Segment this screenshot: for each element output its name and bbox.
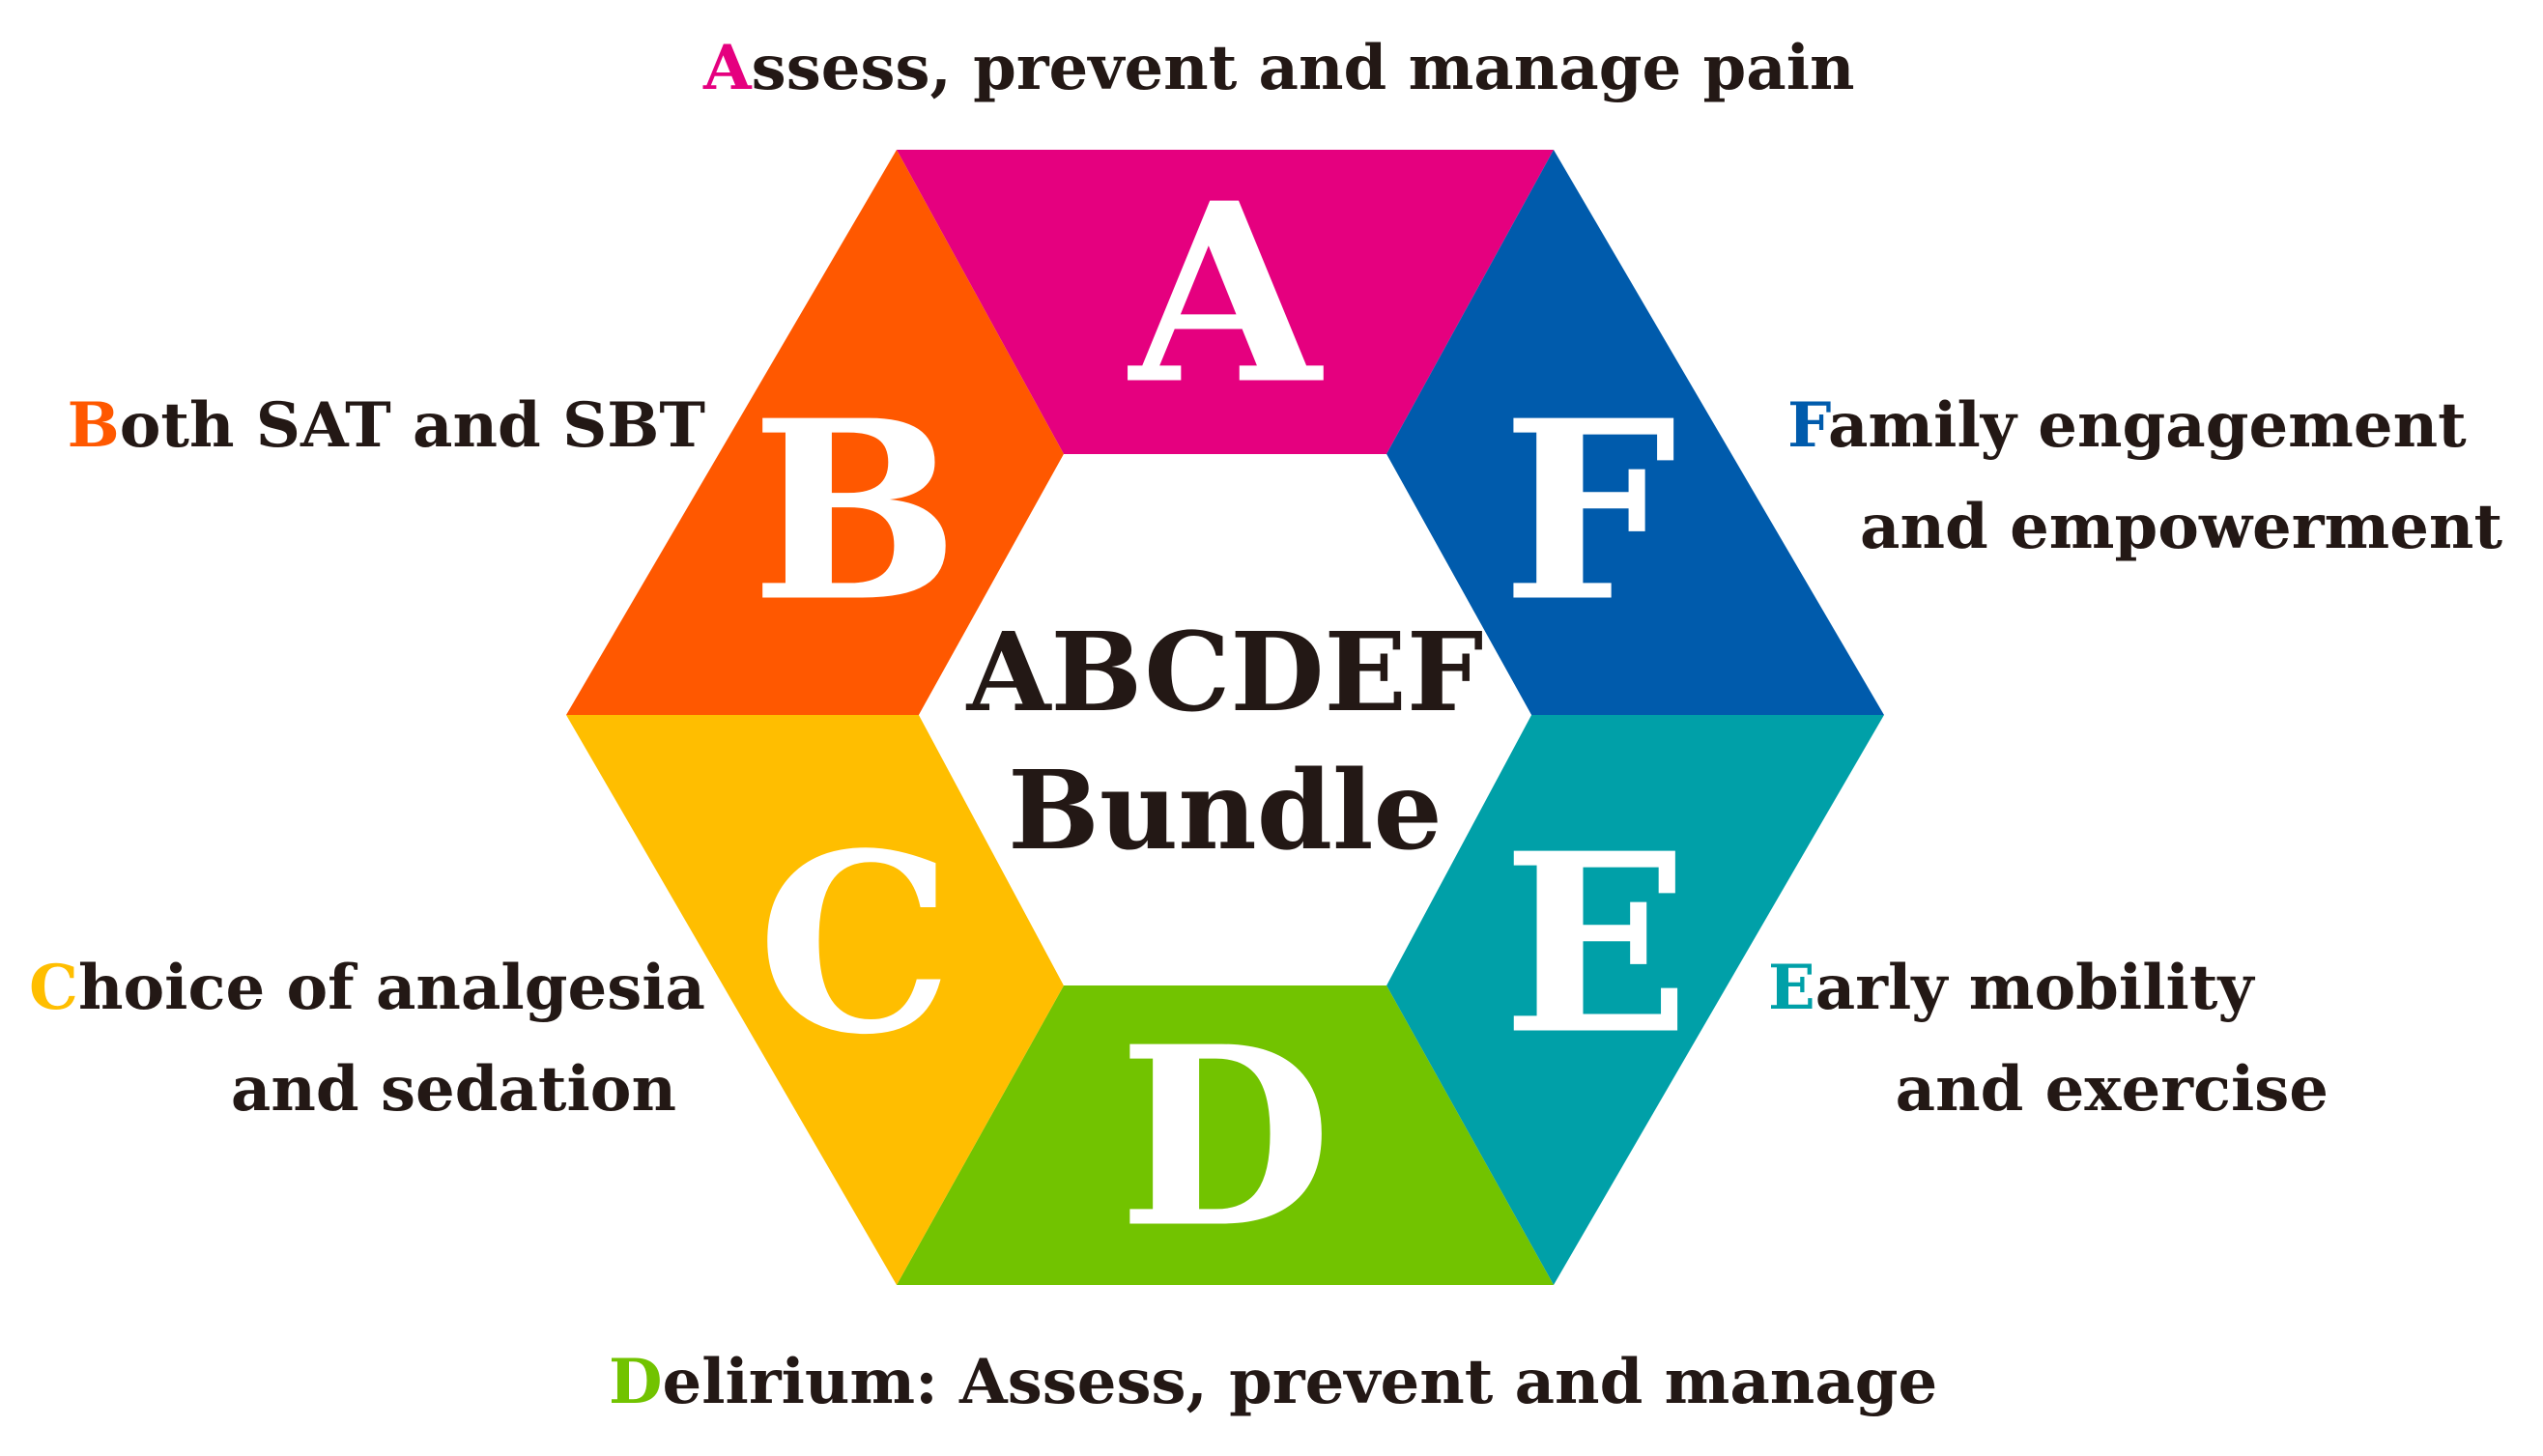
- label-f-line-1: Family engagement: [1787, 375, 2502, 476]
- label-c-line-1: Choice of analgesia: [29, 937, 705, 1039]
- segment-f: [1386, 150, 1884, 715]
- center-hexagon: [919, 454, 1531, 985]
- label-d-initial: D: [609, 1346, 663, 1418]
- label-a-line-1: Assess, prevent and manage pain: [703, 17, 1855, 119]
- segment-letter-d: D: [1118, 994, 1331, 1283]
- label-a-initial: A: [703, 32, 752, 104]
- label-d-text: elirium: Assess, prevent and manage: [662, 1346, 1938, 1418]
- label-d-line-1: Delirium: Assess, prevent and manage: [609, 1331, 1937, 1433]
- label-e-line-2: and exercise: [1895, 1053, 2329, 1126]
- segment-b: [566, 150, 1064, 715]
- label-c-initial: C: [29, 952, 78, 1024]
- segment-a: [897, 150, 1554, 454]
- label-b: Both SAT and SBT: [29, 375, 705, 476]
- label-d: Delirium: Assess, prevent and manage: [609, 1331, 1937, 1433]
- label-e: Early mobility and exercise: [1768, 937, 2329, 1140]
- label-b-initial: B: [67, 389, 120, 462]
- label-e-initial: E: [1768, 952, 1815, 1024]
- label-c: Choice of analgesia and sedation: [29, 937, 705, 1140]
- label-f: Family engagement and empowerment: [1787, 375, 2502, 578]
- segment-letter-a: A: [1128, 151, 1324, 440]
- segment-e: [1386, 715, 1884, 1285]
- label-a: Assess, prevent and manage pain: [703, 17, 1855, 119]
- segment-letter-b: B: [751, 368, 959, 657]
- label-b-text: oth SAT and SBT: [119, 389, 705, 462]
- label-f-line-2: and empowerment: [1860, 491, 2502, 563]
- label-f-text: amily engagement: [1827, 389, 2467, 462]
- segment-letter-e: E: [1502, 801, 1690, 1090]
- segment-letter-c: C: [757, 801, 954, 1090]
- label-c-text: hoice of analgesia: [77, 952, 705, 1024]
- segment-letter-f: F: [1501, 368, 1676, 657]
- label-e-line-1: Early mobility: [1768, 937, 2329, 1039]
- segment-d: [897, 985, 1554, 1285]
- segment-c: [566, 715, 1064, 1285]
- label-c-line-2: and sedation: [230, 1053, 676, 1126]
- label-e-text: arly mobility: [1814, 952, 2254, 1024]
- center-title: ABCDEF: [966, 610, 1484, 736]
- label-a-text: ssess, prevent and manage pain: [751, 32, 1855, 104]
- label-f-initial: F: [1787, 389, 1828, 462]
- center-subtitle: Bundle: [1008, 748, 1443, 874]
- label-b-line-1: Both SAT and SBT: [29, 375, 705, 476]
